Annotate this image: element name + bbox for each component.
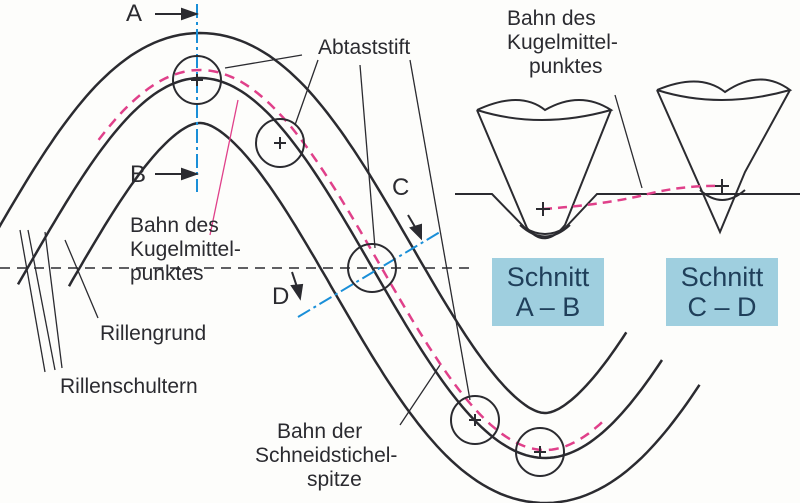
stylus-circle	[450, 395, 500, 445]
label-a: A	[126, 0, 143, 27]
stylus-circle	[347, 243, 397, 293]
stylus-center-plus	[534, 446, 546, 458]
label-d: D	[272, 283, 290, 310]
groove-shoulder-upper	[0, 31, 628, 415]
label-b: B	[130, 161, 147, 188]
label-abtaststift: Abtaststift	[318, 36, 411, 59]
groove-bottom	[16, 76, 664, 460]
section-plus-c-d	[715, 179, 729, 193]
section-a-b-drawing	[455, 78, 800, 240]
label-rillenschultern: Rillenschultern	[60, 375, 198, 398]
stylus-circle	[172, 55, 222, 105]
section-plus-a-b	[536, 202, 550, 216]
label-c: C	[392, 174, 410, 201]
section-path-line	[542, 184, 723, 211]
cut-line-c-d	[297, 231, 441, 318]
stylus-center-plus	[191, 74, 203, 86]
groove-shoulder-lower	[67, 121, 701, 503]
label-rillengrund: Rillengrund	[100, 322, 207, 345]
stylus-circle	[255, 118, 305, 168]
stylus-center-plus	[274, 137, 286, 149]
stylus-center-plus	[469, 414, 481, 426]
stylus-circle	[515, 427, 565, 477]
